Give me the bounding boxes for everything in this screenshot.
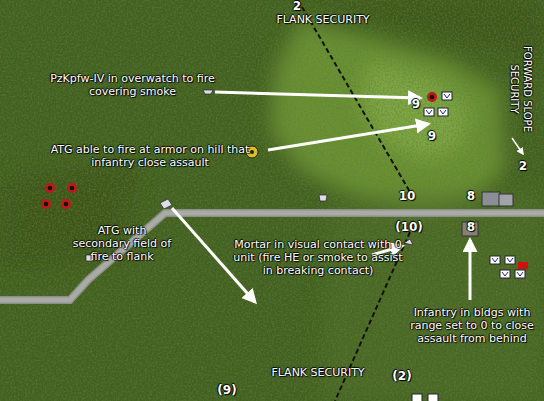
callout-number: (10) (392, 221, 426, 234)
callout-number: (2) (388, 370, 416, 383)
callout-number: 9 (424, 130, 440, 143)
callout-number: 2 (287, 0, 307, 13)
leader-arrows (172, 92, 523, 302)
callout-number: (9) (212, 384, 242, 397)
callout-number: 9 (408, 98, 424, 111)
callout-number: 10 (396, 190, 418, 203)
map-annotation: Infantry in bldgs with range set to 0 to… (408, 306, 536, 345)
callout-number: 2 (515, 160, 531, 173)
map-annotation: FLANK SECURITY (263, 366, 373, 379)
map-annotation: ATG with secondary field of fire to flan… (72, 224, 172, 263)
road (0, 213, 544, 300)
map-annotation: ATG able to fire at armor on hill that i… (50, 143, 250, 169)
german-unit-markers (41, 92, 437, 209)
callout-number: 8 (463, 190, 479, 203)
building (499, 194, 513, 206)
building (482, 192, 500, 206)
soviet-flag (518, 262, 528, 269)
map-annotation: FORWARD SLOPE SECURITY (508, 37, 534, 142)
map-annotation: FLANK SECURITY (268, 13, 378, 26)
road-surface (0, 213, 544, 300)
callout-number: 8 (463, 221, 479, 234)
map-annotation: Mortar in visual contact with 0 unit (fi… (228, 238, 408, 277)
unit-tag-marks (426, 94, 523, 276)
building (462, 222, 478, 236)
unit-tags (412, 92, 525, 401)
map-annotation: PzKpfw-IV in overwatch to fire covering … (50, 72, 215, 98)
